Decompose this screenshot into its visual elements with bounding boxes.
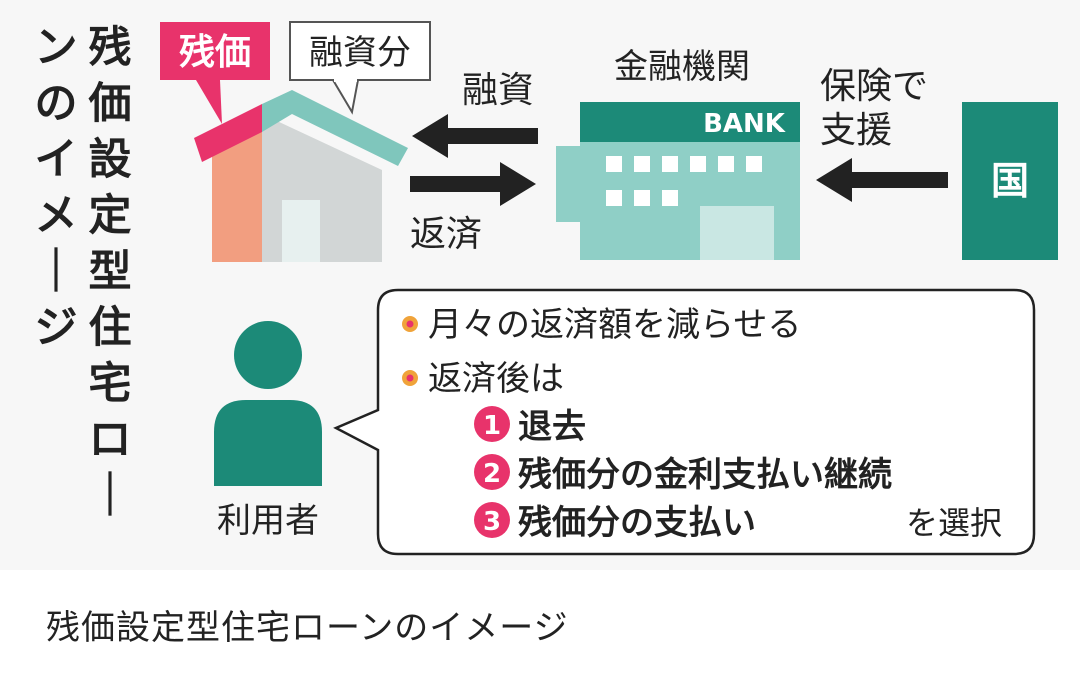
option-3-text: 残価分の支払い <box>518 503 756 543</box>
bank-windows <box>606 156 762 206</box>
vertical-title-col2: ンのイメ｜ジ <box>35 23 78 353</box>
residual-label: 残価 <box>179 32 251 73</box>
residual-tag-box <box>160 22 270 80</box>
financed-part-tag: 融資分 <box>289 21 431 115</box>
diagram-svg: 残価設定型住宅ロ｜ ンのイメ｜ジ 残価 融資分 融資 返済 金融機関 BANK <box>35 21 1058 556</box>
residual-tag-pointer <box>196 80 222 124</box>
bank-sign-band <box>580 102 800 142</box>
support-label: 支援 <box>820 110 892 151</box>
option-3-number: 3 <box>483 507 501 537</box>
insurance-label: 保険で <box>820 66 928 107</box>
loan-label: 融資 <box>462 70 534 111</box>
support-arrow-icon <box>816 158 948 202</box>
user-icon: 利用者 <box>214 321 322 541</box>
vertical-title-col1: 残価設定型住宅ロ｜ <box>88 23 132 521</box>
loan-flow: 融資 返済 <box>410 70 538 255</box>
bank-door <box>700 206 774 260</box>
house-roof-financed <box>262 90 408 166</box>
house-roof-residual <box>194 104 262 162</box>
government-label: 国 <box>991 159 1029 203</box>
government-block <box>962 102 1058 260</box>
financed-part-box <box>289 21 431 81</box>
user-head <box>234 321 302 389</box>
bank-sign-text: BANK <box>703 109 786 139</box>
caption-area <box>0 570 1080 679</box>
residual-tag: 残価 <box>160 22 270 124</box>
diagram-canvas: 残価設定型住宅ロ｜ ンのイメ｜ジ 残価 融資分 融資 返済 金融機関 BANK <box>34 21 1058 556</box>
caption: 残価設定型住宅ローンのイメージ <box>46 608 569 648</box>
speech-bubble: 月々の返済額を減らせる 返済後は 1 退去 2 残価分の金利支払い継続 3 残価… <box>333 288 1036 556</box>
user-label: 利用者 <box>217 501 319 541</box>
choose-text: を選択 <box>906 504 1002 542</box>
option-1-number-icon <box>474 406 510 442</box>
loan-arrow-icon <box>412 114 538 158</box>
user-body <box>214 400 322 486</box>
speech-bubble-outline <box>333 288 1036 556</box>
house-left-wall <box>212 114 262 262</box>
bullet-1-text: 月々の返済額を減らせる <box>428 305 801 345</box>
option-2-number-icon <box>474 454 510 490</box>
house-icon <box>194 90 408 262</box>
financed-part-pointer <box>331 79 360 115</box>
bank-side-pillar <box>556 146 582 222</box>
bullet-2-text: 返済後は <box>428 359 564 399</box>
option-2-text: 残価分の金利支払い継続 <box>518 455 892 495</box>
financed-part-label: 融資分 <box>309 33 411 73</box>
house-door <box>282 200 320 262</box>
option-2-number: 2 <box>483 459 501 489</box>
repayment-arrow-icon <box>410 162 536 206</box>
option-1-text: 退去 <box>518 407 586 447</box>
government-flow: 保険で 支援 国 <box>816 66 1058 260</box>
institution-label: 金融機関 <box>614 47 750 87</box>
vertical-title: 残価設定型住宅ロ｜ ンのイメ｜ジ <box>35 23 132 521</box>
repayment-label: 返済 <box>410 214 482 255</box>
option-3-number-icon <box>474 502 510 538</box>
bank-icon: 金融機関 BANK <box>556 47 800 260</box>
option-1-number: 1 <box>483 411 501 441</box>
